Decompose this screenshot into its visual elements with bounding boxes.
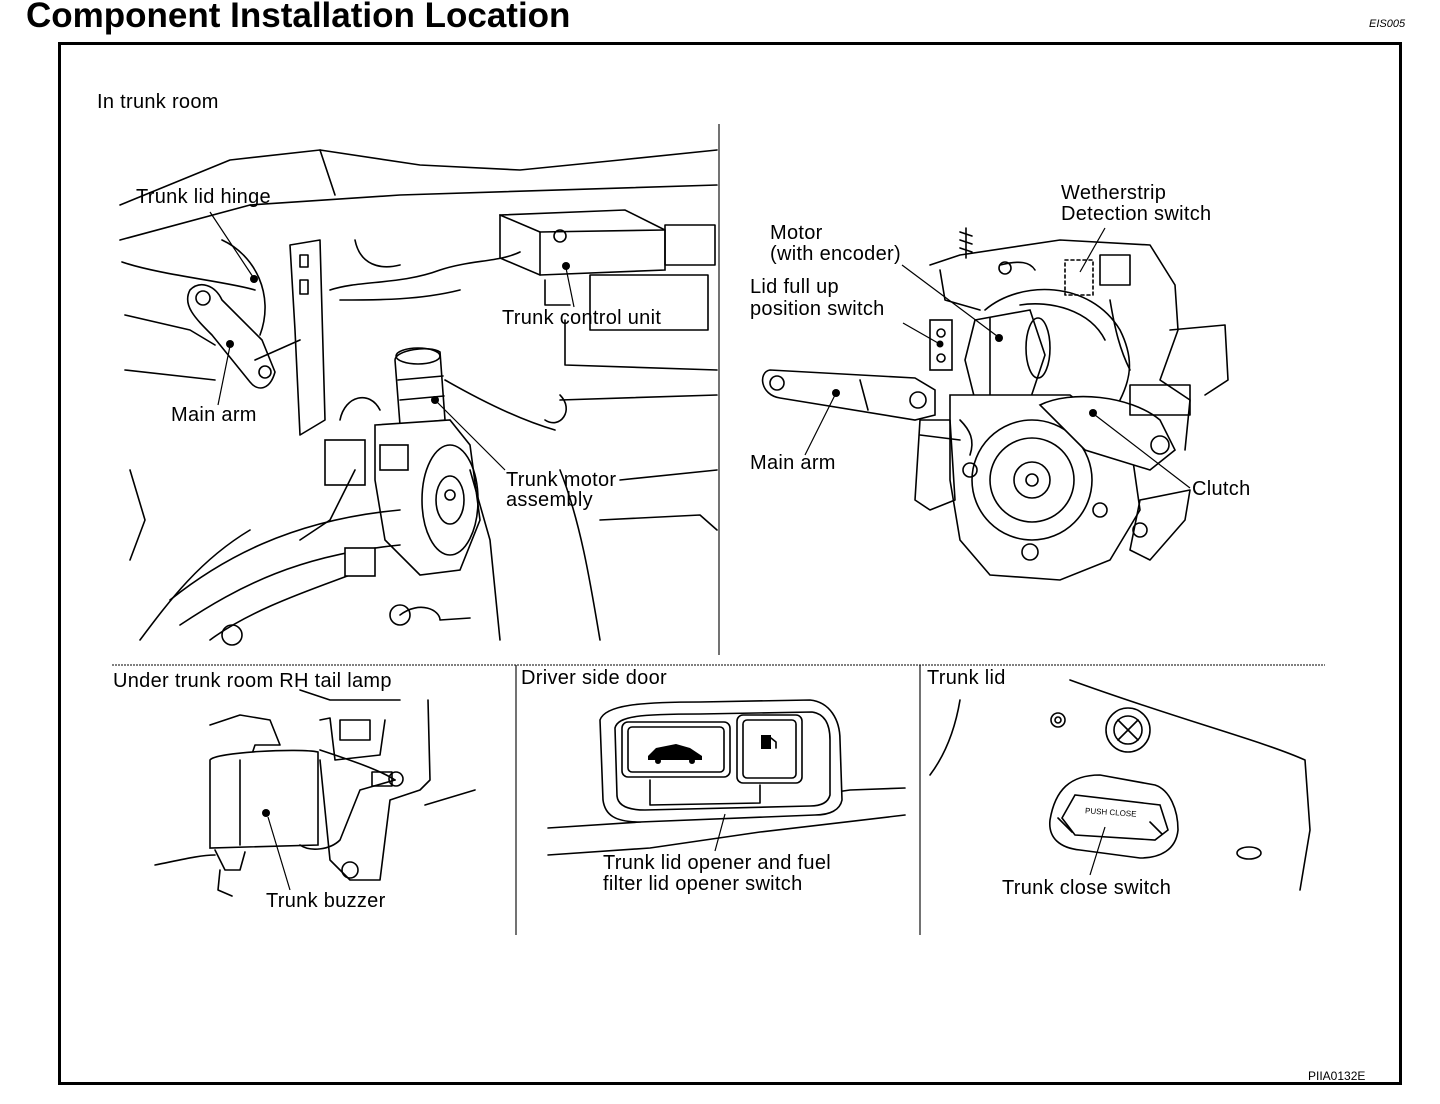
trunk-room-illustration bbox=[119, 149, 718, 646]
trunk-close-switch-label: Trunk close switch bbox=[1002, 877, 1172, 899]
driver-door-leaders bbox=[714, 813, 726, 852]
figure-reference: PIIA0132E bbox=[1308, 1069, 1366, 1083]
opener-switch-label-line2: filter lid opener switch bbox=[603, 873, 803, 895]
motor-label-line1: Motor bbox=[770, 222, 823, 244]
main-arm-label: Main arm bbox=[171, 404, 257, 426]
clutch-label: Clutch bbox=[1192, 478, 1251, 500]
actuator-detail-leaders bbox=[804, 227, 1191, 489]
trunk-room-heading: In trunk room bbox=[97, 91, 219, 113]
diagram-frame bbox=[58, 42, 1402, 1085]
lid-full-up-label-line1: Lid full up bbox=[750, 276, 839, 298]
tail-lamp-heading: Under trunk room RH tail lamp bbox=[113, 670, 392, 692]
driver-door-illustration bbox=[547, 699, 906, 856]
weatherstrip-label-line1: Wetherstrip bbox=[1061, 182, 1167, 204]
actuator-detail-illustration bbox=[761, 227, 1229, 581]
trunk-lid-illustration bbox=[929, 679, 1311, 891]
driver-door-heading: Driver side door bbox=[521, 667, 667, 689]
car-trunk-icon bbox=[648, 744, 702, 764]
trunk-lid-hinge-label: Trunk lid hinge bbox=[136, 186, 271, 208]
opener-switch-label-line1: Trunk lid opener and fuel bbox=[603, 852, 832, 874]
tail-lamp-illustration bbox=[154, 689, 476, 897]
motor-label-line2: (with encoder) bbox=[770, 243, 901, 265]
trunk-motor-label-line1: Trunk motor bbox=[506, 469, 617, 491]
screw-icon bbox=[1050, 712, 1066, 728]
trunk-lid-leaders bbox=[1089, 826, 1106, 876]
fuel-pump-icon bbox=[761, 735, 777, 749]
page-title: Component Installation Location bbox=[26, 0, 571, 35]
section-code: EIS005 bbox=[1369, 18, 1406, 30]
trunk-buzzer-label: Trunk buzzer bbox=[266, 890, 386, 912]
trunk-control-unit-label: Trunk control unit bbox=[502, 307, 662, 329]
detail-main-arm-label: Main arm bbox=[750, 452, 836, 474]
trunk-motor-label-line2: assembly bbox=[506, 489, 593, 511]
trunk-lid-heading: Trunk lid bbox=[927, 667, 1006, 689]
lid-full-up-label-line2: position switch bbox=[750, 298, 885, 320]
trunk-room-leaders bbox=[209, 211, 575, 471]
weatherstrip-label-line2: Detection switch bbox=[1061, 203, 1212, 225]
tail-lamp-leaders bbox=[267, 816, 291, 891]
panel-dividers bbox=[112, 124, 1325, 935]
